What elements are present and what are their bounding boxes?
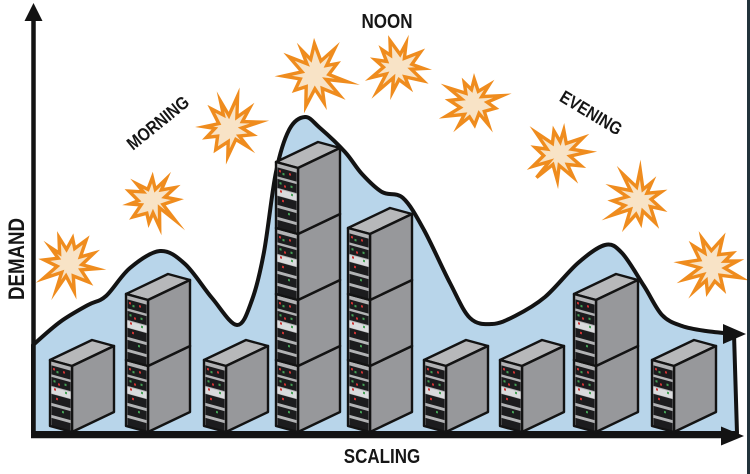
server-rack-icon-1 — [48, 338, 116, 434]
sun-burst-icon-1 — [35, 231, 107, 301]
server-rack-icon-5 — [346, 206, 414, 434]
server-rack-icon-8 — [572, 272, 640, 434]
server-rack-icon-4 — [274, 140, 342, 434]
server-rack-icon-2 — [124, 272, 192, 434]
y-axis-arrowhead-icon — [24, 3, 43, 21]
server-rack-icon-3 — [202, 338, 270, 434]
server-rack-icon-7 — [498, 338, 566, 434]
sun-burst-icon-2 — [122, 171, 186, 236]
y-axis-label: DEMAND — [4, 217, 29, 301]
noon-label: NOON — [361, 11, 413, 33]
axes — [24, 3, 744, 446]
sun-burst-icon-9 — [673, 231, 749, 299]
server-rack-icon-6 — [422, 338, 490, 434]
image-right-border — [747, 0, 750, 474]
sun-burst-icon-3 — [195, 87, 270, 165]
server-rack-icon-9 — [650, 338, 718, 434]
sun-burst-icon-5 — [364, 34, 433, 101]
x-axis-arrowhead-icon — [721, 426, 744, 446]
x-axis-label: SCALING — [343, 446, 421, 468]
sun-burst-icon-8 — [601, 159, 668, 233]
demand-curve-arrowhead-icon — [723, 324, 746, 344]
sun-burst-icon-7 — [526, 123, 598, 190]
sun-burst-icon-4 — [274, 37, 360, 114]
sun-burst-icon-6 — [438, 72, 512, 133]
